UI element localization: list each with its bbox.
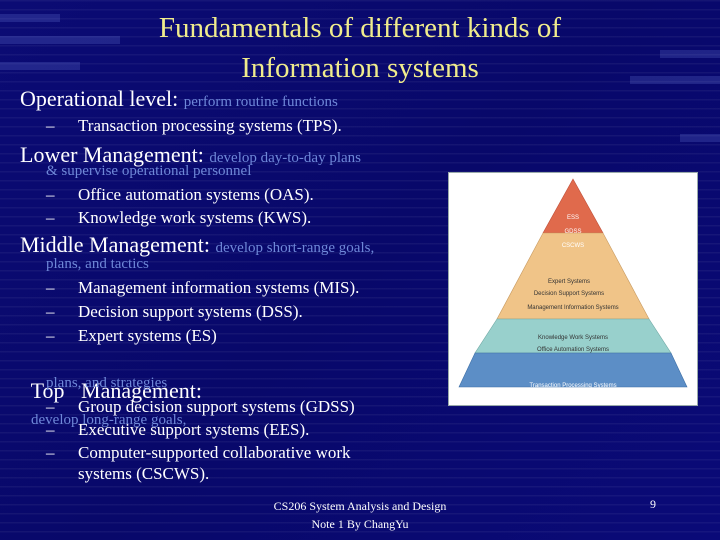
page-number: 9 [650,497,656,511]
lower-item-kws: –Knowledge work systems (KWS). [46,208,312,227]
lower-item-oas: –Office automation systems (OAS). [46,185,314,204]
decor-stripe [0,62,80,70]
pyramid-tier-operational [458,352,688,388]
middle-item-mis: –Management information systems (MIS). [46,278,360,297]
operational-desc: perform routine functions [183,94,338,110]
middle-item-dss: –Decision support systems (DSS). [46,302,303,321]
middle-label: Middle Management: [20,232,211,257]
decor-stripe [0,36,120,44]
top-desc-cont: plans, and strategies [46,375,168,391]
tier2-label-mis: Management Information Systems [527,305,618,311]
top-item-cscws-cont: systems (CSCWS). [78,464,210,483]
slide-title-line1: Fundamentals of different kinds of [158,12,562,44]
lower-heading: Lower Management: develop day-to-day pla… [20,142,361,168]
operational-label: Operational level: [20,86,179,111]
tier3-label-oas: Office Automation Systems [537,347,609,353]
tier2-label-es: Expert Systems [548,279,590,285]
middle-item-es: –Expert systems (ES) [46,326,217,345]
top-label: Top Management: [30,378,202,403]
top-item-cscws: –Computer-supported collaborative work [46,443,351,462]
pyramid-tier-strategic [542,178,604,234]
pyramid-diagram: ESS GDSS CSCWS Expert Systems Decision S… [458,178,688,389]
tier1-label-cscws: CSCWS [562,243,584,249]
operational-item-tps: –Transaction processing systems (TPS). [46,116,342,135]
tier3-label-kws: Knowledge Work Systems [538,335,608,341]
tier1-label-gdss: GDSS [564,229,581,235]
decor-stripe [630,76,720,84]
decor-stripe [680,134,720,142]
tier2-label-dss: Decision Support Systems [534,291,604,297]
is-pyramid-figure: ESS GDSS CSCWS Expert Systems Decision S… [448,172,698,406]
top-item-gdss: –Group decision support systems (GDSS) [46,397,355,416]
slide-title: Fundamentals of different kinds of Infor… [80,8,640,88]
tier1-label-ess: ESS [567,215,579,221]
slide-footer: CS206 System Analysis and Design Note 1 … [230,497,490,533]
top-item-ees: –Executive support systems (EES). [46,420,310,439]
lower-desc: develop day-to-day plans [209,150,361,166]
middle-desc-cont: plans, and tactics [46,256,149,272]
tier4-label-tps: Transaction Processing Systems [529,383,616,389]
decor-stripe [0,14,60,22]
lower-label: Lower Management: [20,142,204,167]
top-desc: develop long-range goals, [31,412,187,428]
decor-stripe [660,50,720,58]
top-heading: Top Management: develop long-range goals… [20,352,202,430]
middle-desc: develop short-range goals, [215,240,375,256]
slide-title-line2: Information systems [241,52,479,84]
footer-line1: CS206 System Analysis and Design [273,499,447,513]
operational-heading: Operational level: perform routine funct… [20,86,338,112]
middle-heading: Middle Management: develop short-range g… [20,232,374,258]
footer-line2: Note 1 By ChangYu [311,517,409,531]
lower-desc-cont: & supervise operational personnel [46,163,252,179]
